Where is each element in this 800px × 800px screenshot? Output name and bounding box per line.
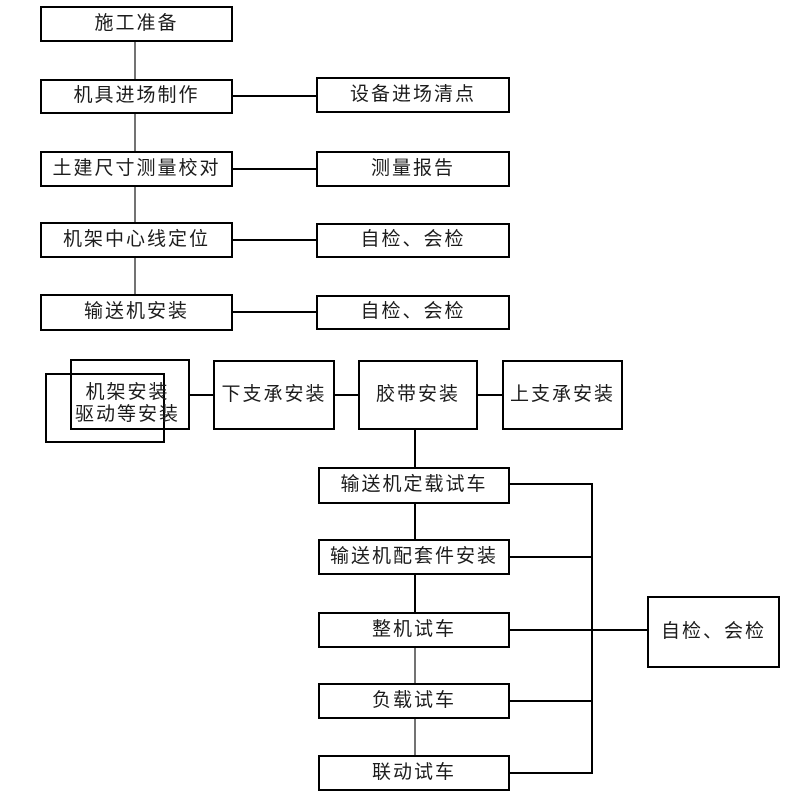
connector-fixedload-to-bus [510,483,593,485]
frame-install-line2: 驱动等安装 [74,404,180,425]
connector-lowersupport-to-belt [335,394,358,396]
connector-wholetest-to-loadtest [414,648,416,683]
connector-conveyor-to-check2 [233,311,316,313]
connector-accessories-to-bus [510,556,593,558]
node-construction-prep: 施工准备 [40,6,233,42]
node-fixed-load-test: 输送机定载试车 [318,467,510,504]
connector-linkage-to-bus [510,772,593,774]
connector-centerline-to-check1 [233,239,316,241]
node-frame-install-offset-rect [45,373,165,443]
connector-wholetest-to-check3 [510,629,647,631]
frame-install-line1: 机架安装 [85,382,170,403]
node-equipment-entry: 机具进场制作 [40,79,233,114]
node-self-joint-check-3: 自检、会检 [647,596,780,668]
node-civil-measure: 土建尺寸测量校对 [40,151,233,187]
node-frame-install-outer-rect [70,359,190,430]
connector-entry-to-equipcheck [233,95,316,97]
node-self-joint-check-2: 自检、会检 [316,295,510,330]
node-load-test: 负载试车 [318,683,510,719]
node-belt-install: 胶带安装 [358,360,478,430]
node-measure-report: 测量报告 [316,151,510,187]
node-upper-support-install: 上支承安装 [502,360,623,430]
node-centerline-positioning: 机架中心线定位 [40,222,233,258]
node-frame-install-label: 机架安装 驱动等安装 [45,381,210,427]
node-lower-support-install: 下支承安装 [213,360,335,430]
connector-frame-to-lowersupport [190,394,213,396]
connector-loadtest-to-linkage [414,719,416,755]
connector-bus-vertical [591,483,593,774]
node-conveyor-install: 输送机安装 [40,294,233,331]
node-whole-machine-test: 整机试车 [318,612,510,648]
connector-civil-to-centerline [134,187,136,222]
connector-belt-to-uppersupport [478,394,502,396]
connector-fixedload-to-accessories [414,504,416,539]
connector-belt-to-fixedload [414,430,416,467]
connector-loadtest-to-bus [510,700,593,702]
node-linkage-test: 联动试车 [318,755,510,791]
connector-entry-to-civil [134,114,136,151]
node-accessories-install: 输送机配套件安装 [318,539,510,575]
node-equipment-check: 设备进场清点 [316,77,510,113]
connector-civil-to-report [233,168,316,170]
node-self-joint-check-1: 自检、会检 [316,223,510,258]
connector-centerline-to-conveyor [134,258,136,294]
connector-accessories-to-wholetest [414,575,416,612]
connector-prep-to-entry [134,42,136,79]
